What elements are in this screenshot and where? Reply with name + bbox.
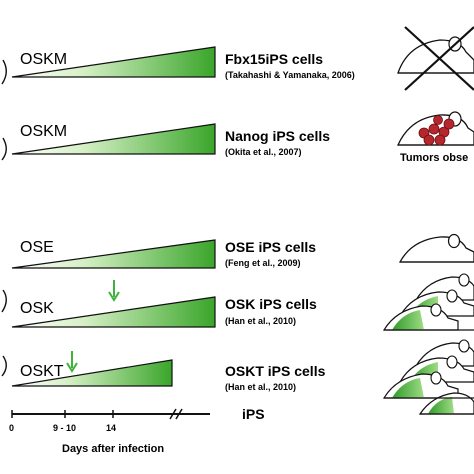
chimera-green-patch <box>392 378 424 398</box>
chimera-green-patch <box>428 397 454 414</box>
factor-label: OSE <box>20 239 54 256</box>
cell-label: Nanog iPS cells <box>225 128 330 144</box>
citation: (Feng et al., 2009) <box>225 258 301 268</box>
factor-label: OSK <box>20 300 54 317</box>
timeline: iPS 0 9 - 10 14 Days after infection <box>9 406 265 455</box>
down-arrow-icon <box>108 291 120 302</box>
cross-out-line <box>404 26 474 91</box>
mouse-icon <box>398 236 474 263</box>
mouse-ear <box>447 233 461 249</box>
mouse-ear <box>446 355 458 369</box>
cell-label: OSK iPS cells <box>225 296 317 312</box>
mouse-ear <box>430 371 442 385</box>
axis-break-mark <box>169 408 177 420</box>
arrow-day-14 <box>108 280 120 302</box>
mouse-icon-white <box>398 233 474 263</box>
row-fbx15: OSKM Fbx15iPS cells (Takahashi & Yamanak… <box>11 26 474 91</box>
tumor-caption: Tumors obse <box>400 152 468 164</box>
timeline-end-label: iPS <box>242 406 265 422</box>
left-edge-curve <box>1 137 7 161</box>
factor-wedge <box>11 239 216 269</box>
arrow-day-9-10 <box>66 351 78 373</box>
row-ose: OSE OSE iPS cells (Feng et al., 2009) <box>11 233 474 269</box>
mouse-icon-crossed <box>397 26 474 91</box>
row-oskt: OSKT OSKT iPS cells (Han et al., 2010) <box>11 339 474 415</box>
citation: (Han et al., 2010) <box>225 316 296 326</box>
tumor-cluster <box>418 115 455 146</box>
mouse-icon-chimeras <box>382 273 474 331</box>
factor-label: OSKT <box>20 363 64 380</box>
tick-label: 9 - 10 <box>53 423 76 433</box>
factor-label: OSKM <box>20 123 67 140</box>
citation: (Takahashi & Yamanaka, 2006) <box>225 70 355 80</box>
chimera-green-patch <box>392 310 424 330</box>
axis-label: Days after infection <box>62 443 164 455</box>
factor-wedge <box>11 46 216 78</box>
mouse-ear <box>446 289 458 303</box>
citation: (Han et al., 2010) <box>225 382 296 392</box>
left-edge-curve <box>1 289 7 313</box>
mouse-ear <box>458 273 470 287</box>
tick-label: 14 <box>106 423 116 433</box>
factor-wedge <box>11 123 216 155</box>
mouse-ear <box>458 339 470 353</box>
cell-label: OSE iPS cells <box>225 239 316 255</box>
citation: (Okita et al., 2007) <box>225 147 302 157</box>
tick-label: 0 <box>9 423 14 433</box>
cell-label: Fbx15iPS cells <box>225 51 323 67</box>
mouse-icon-chimeras <box>382 339 474 415</box>
mouse-icon-tumors: Tumors obse <box>396 111 474 164</box>
row-nanog: OSKM Nanog iPS cells (Okita et al., 2007… <box>11 111 474 164</box>
factor-wedge <box>11 296 216 328</box>
left-edge-curve <box>1 355 7 377</box>
left-edge-curve <box>1 59 7 85</box>
cell-label: OSKT iPS cells <box>225 363 326 379</box>
factor-label: OSKM <box>20 51 67 68</box>
down-arrow-icon <box>66 362 78 373</box>
axis-break-mark <box>175 408 183 420</box>
row-osk: OSK OSK iPS cells (Han et al., 2010) <box>11 273 474 331</box>
factor-wedge <box>11 359 173 387</box>
mouse-ear <box>430 303 442 317</box>
